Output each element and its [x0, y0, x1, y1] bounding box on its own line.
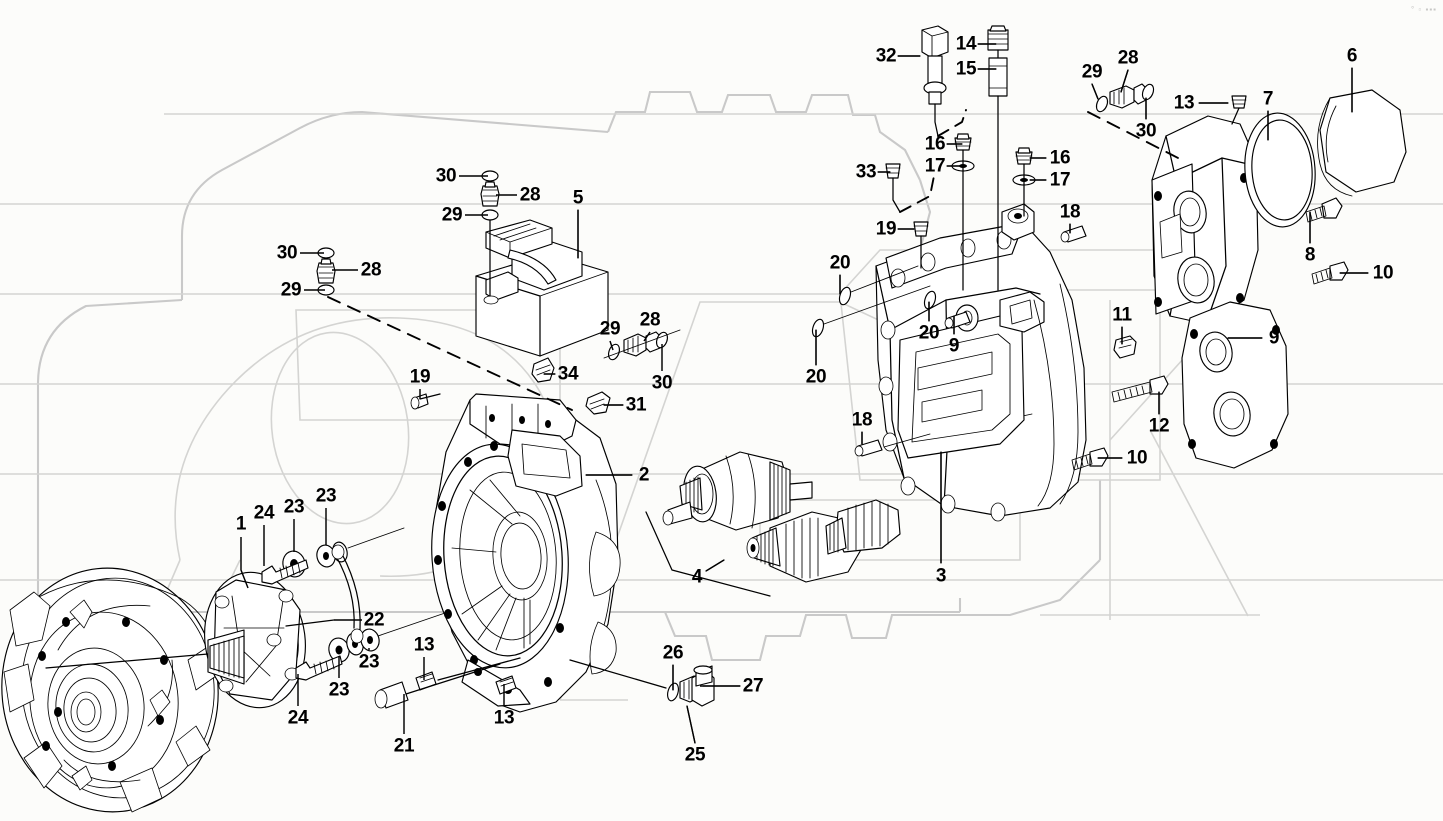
callout-number-28: 28 — [519, 184, 541, 206]
callout-number-9: 9 — [1268, 327, 1280, 349]
callout-number-13: 13 — [493, 707, 515, 729]
nut-11 — [1113, 326, 1137, 359]
control-module-part-5 — [475, 209, 609, 357]
callout-number-5: 5 — [572, 187, 584, 209]
converter-housing-part-2 — [431, 393, 633, 713]
callout-number-30: 30 — [435, 165, 457, 187]
dashed-hose-d — [1087, 111, 1183, 161]
callout-leader-29 — [1091, 83, 1099, 100]
callout-number-19: 19 — [409, 366, 431, 388]
callout-number-23: 23 — [315, 485, 337, 507]
fitting-group-a — [480, 170, 500, 297]
dashed-hose-b — [327, 296, 573, 411]
callout-number-20: 20 — [805, 366, 827, 388]
callout-number-10: 10 — [1372, 262, 1394, 284]
callout-number-16: 16 — [1049, 147, 1071, 169]
callout-leader-25 — [686, 705, 696, 744]
callout-number-28: 28 — [1117, 47, 1139, 69]
hub-spline — [209, 635, 245, 679]
callout-number-10: 10 — [1126, 447, 1148, 469]
callout-leader-1 — [240, 537, 249, 589]
callout-number-1: 1 — [235, 513, 247, 535]
callout-number-16: 16 — [924, 133, 946, 155]
callout-number-12: 12 — [1148, 415, 1170, 437]
callout-number-15: 15 — [955, 58, 977, 80]
callout-number-13: 13 — [1173, 92, 1195, 114]
gear-teeth-a — [685, 476, 699, 514]
callout-number-33: 33 — [855, 161, 877, 183]
callout-number-31: 31 — [625, 394, 647, 416]
link-strap-part-22 — [285, 544, 364, 644]
watermark-letter-k — [1040, 289, 1260, 620]
callout-number-27: 27 — [742, 675, 764, 697]
plug-19-left — [410, 393, 441, 410]
callout-number-24: 24 — [287, 707, 309, 729]
callout-number-21: 21 — [393, 735, 415, 757]
callout-number-34: 34 — [557, 363, 579, 385]
bolt-8 — [1305, 197, 1343, 244]
callout-number-23: 23 — [358, 651, 380, 673]
callout-number-29: 29 — [280, 279, 302, 301]
callout-number-19: 19 — [875, 218, 897, 240]
rear-cover-assembly — [1151, 67, 1407, 469]
case-flange-holes — [878, 230, 1012, 522]
callout-number-24: 24 — [253, 502, 275, 524]
callout-number-17: 17 — [924, 155, 946, 177]
callout-number-3: 3 — [935, 565, 947, 587]
callout-number-13: 13 — [413, 634, 435, 656]
callout-number-17: 17 — [1049, 169, 1071, 191]
callout-number-29: 29 — [441, 204, 463, 226]
callout-number-29: 29 — [599, 318, 621, 340]
callout-number-28: 28 — [639, 309, 661, 331]
callout-number-4: 4 — [691, 566, 703, 588]
callout-leader-29 — [609, 340, 614, 351]
callout-number-23: 23 — [328, 679, 350, 701]
callout-number-20: 20 — [829, 252, 851, 274]
callout-number-6: 6 — [1346, 45, 1358, 67]
callout-number-30: 30 — [276, 242, 298, 264]
callout-number-2: 2 — [638, 464, 650, 486]
callout-leader-28 — [643, 331, 651, 342]
torque-converter-body — [1, 567, 220, 813]
dowel-pin-18-upper — [1060, 223, 1087, 243]
callout-leaders — [240, 43, 1368, 744]
converter-lugs — [3, 591, 217, 813]
callout-number-30: 30 — [1135, 120, 1157, 142]
callout-number-11: 11 — [1112, 304, 1132, 326]
callout-number-22: 22 — [363, 609, 385, 631]
callout-number-18: 18 — [851, 409, 873, 431]
drive-hub-part-1 — [45, 571, 306, 709]
callout-number-25: 25 — [684, 744, 706, 766]
bolt-34 — [531, 357, 556, 383]
fitting-group-c — [603, 329, 681, 361]
callout-number-20: 20 — [918, 322, 940, 344]
plug-bolt-group-13-21 — [374, 657, 521, 709]
callout-leader-4 — [705, 559, 725, 572]
callout-number-8: 8 — [1304, 244, 1316, 266]
callout-number-26: 26 — [662, 642, 684, 664]
callout-number-14: 14 — [955, 33, 977, 55]
input-shaft-assembly-part-4 — [645, 451, 901, 597]
callout-number-32: 32 — [875, 45, 897, 67]
bolt-31 — [585, 391, 624, 415]
dipstick-part-32 — [897, 25, 967, 137]
callout-number-7: 7 — [1262, 88, 1274, 110]
plug-13-top — [1198, 95, 1247, 125]
fitting-group-bottom-25-26-27 — [569, 659, 741, 744]
callout-number-28: 28 — [360, 259, 382, 281]
housing-spokes — [451, 479, 531, 651]
fitting-group-b — [316, 247, 573, 411]
transmission-case-part-3 — [875, 203, 1087, 564]
corner-watermark-mark: ° ▫ ▪▪▪ — [1411, 5, 1437, 14]
converter-bolt-holes — [38, 617, 168, 771]
callout-number-18: 18 — [1059, 201, 1081, 223]
callout-number-29: 29 — [1081, 61, 1103, 83]
callout-number-30: 30 — [651, 372, 673, 394]
callout-number-23: 23 — [283, 496, 305, 518]
callout-number-9: 9 — [948, 335, 960, 357]
callout-leader-28 — [1120, 69, 1129, 93]
